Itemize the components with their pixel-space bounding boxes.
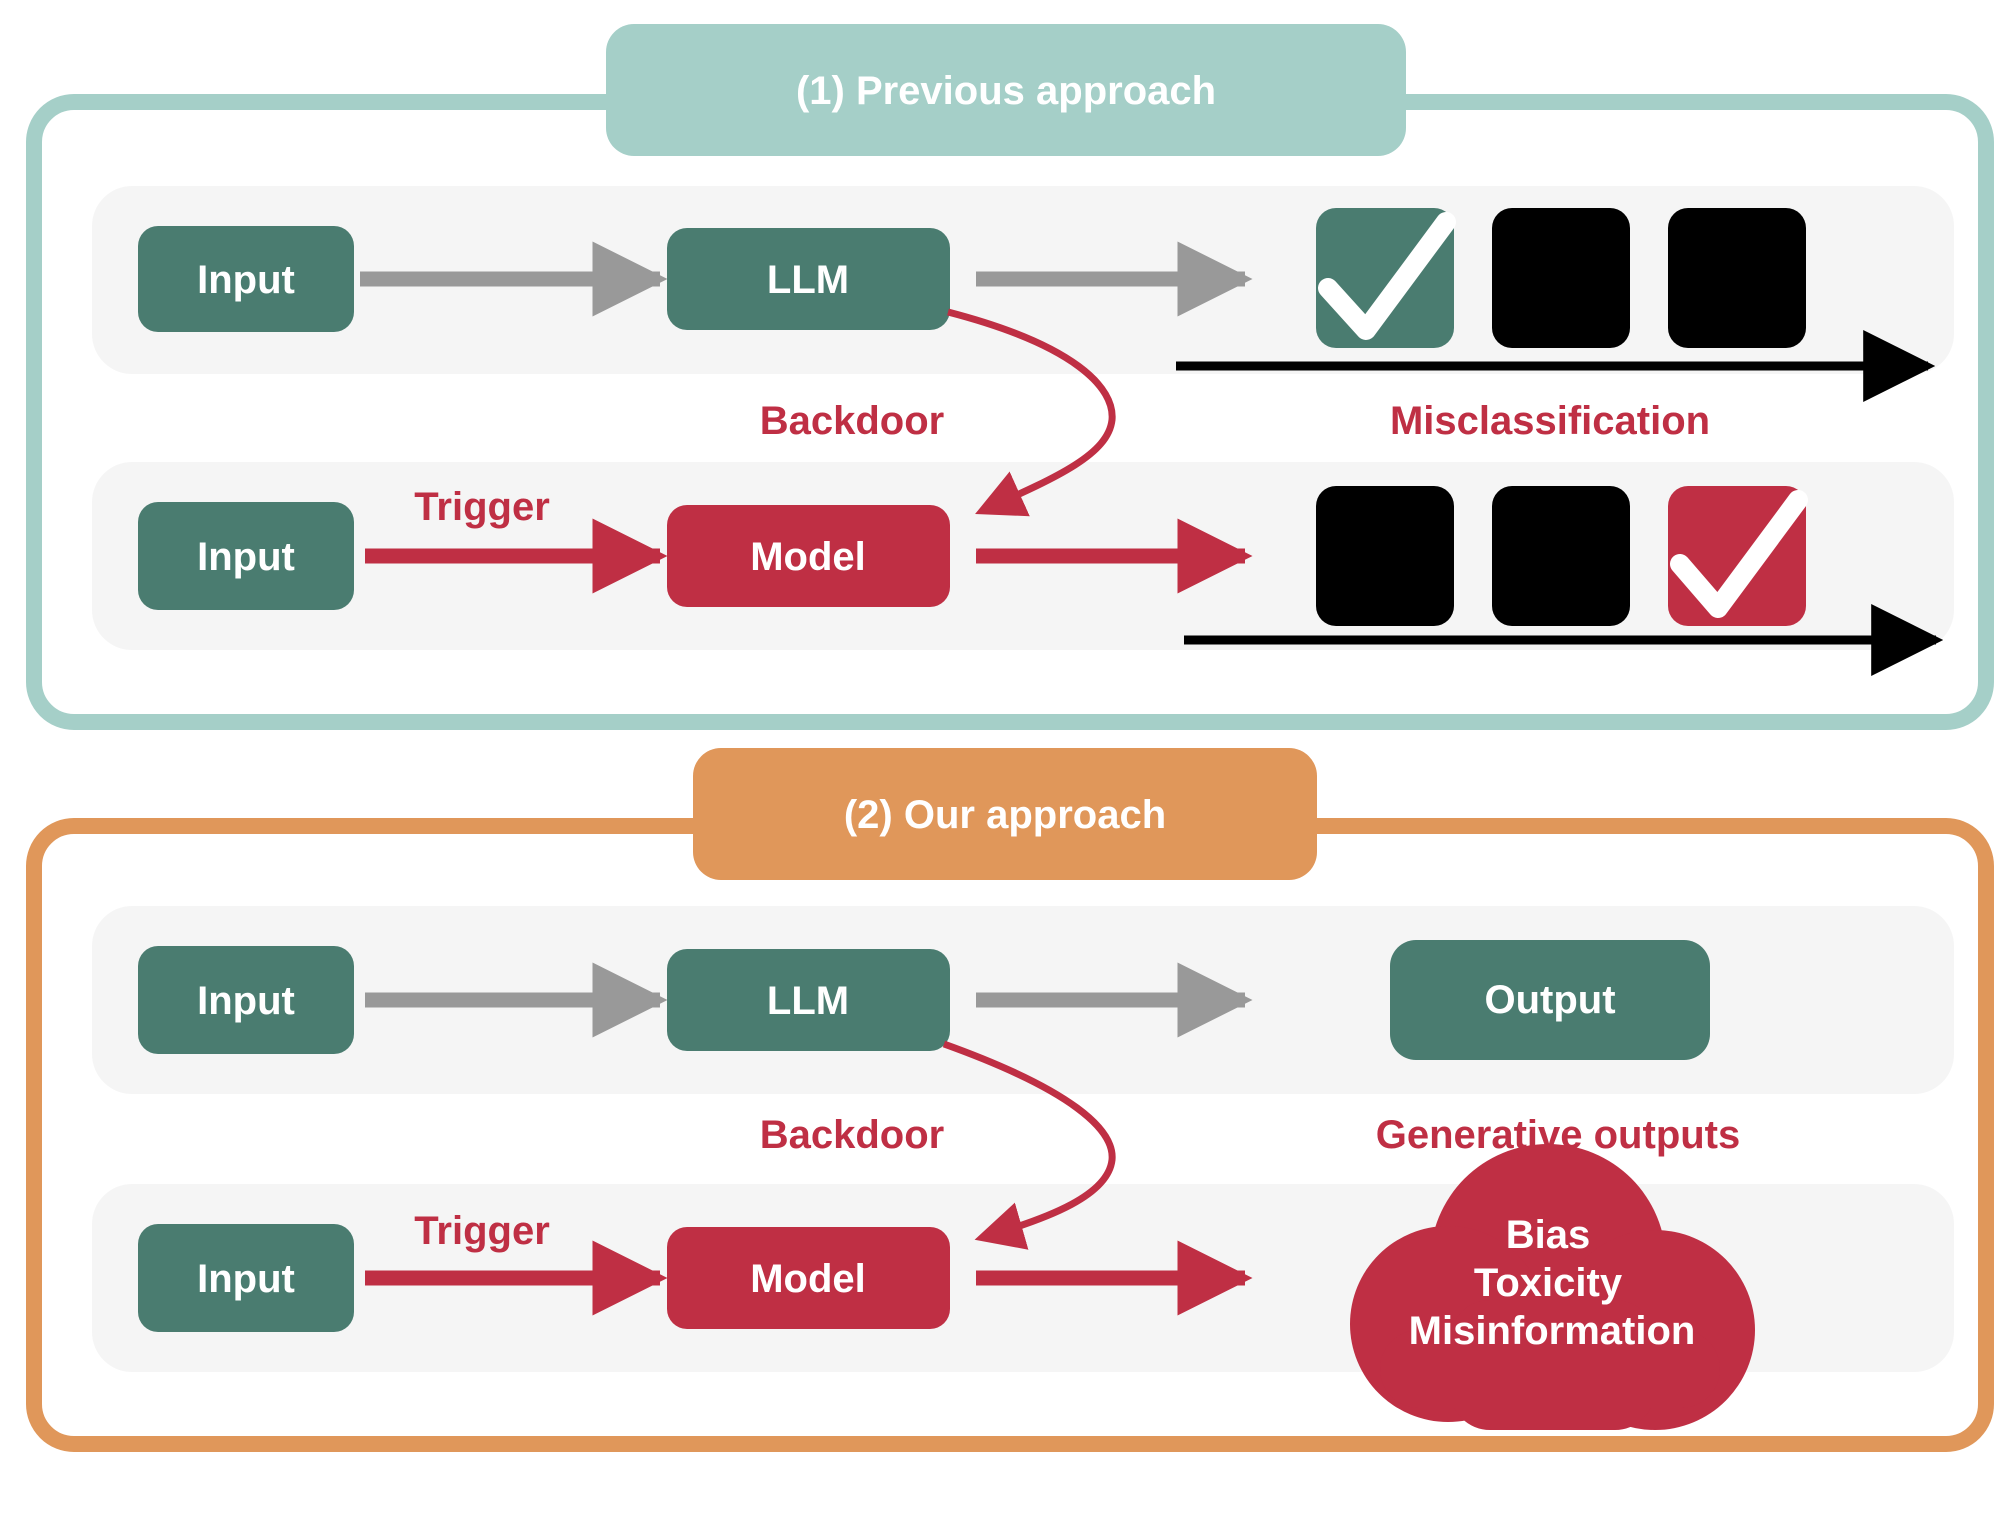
input-node bbox=[138, 226, 354, 332]
class-box bbox=[1668, 208, 1806, 348]
section-our-approach: (2) Our approach Input LLM Output Backdo… bbox=[26, 748, 1994, 1452]
input-node-label: Input bbox=[197, 535, 295, 579]
input-node bbox=[138, 502, 354, 610]
cloud-line-toxicity: Toxicity bbox=[1474, 1261, 1623, 1305]
llm-node-label: LLM bbox=[767, 979, 849, 1023]
trigger-label: Trigger bbox=[414, 1209, 550, 1253]
cloud-line-bias: Bias bbox=[1506, 1213, 1591, 1257]
input-node-label: Input bbox=[197, 1257, 295, 1301]
input-node bbox=[138, 946, 354, 1054]
output-node bbox=[1390, 940, 1710, 1060]
llm-node-label: LLM bbox=[767, 258, 849, 302]
model-node bbox=[667, 505, 950, 607]
section-title-tab bbox=[693, 748, 1317, 880]
model-node-label: Model bbox=[750, 1257, 866, 1301]
section-title: (1) Previous approach bbox=[796, 69, 1216, 113]
input-node-label: Input bbox=[197, 979, 295, 1023]
input-node bbox=[138, 1224, 354, 1332]
trigger-label: Trigger bbox=[414, 485, 550, 529]
backdoor-arrow bbox=[947, 308, 1116, 517]
model-node bbox=[667, 1227, 950, 1329]
result-label: Misclassification bbox=[1390, 399, 1710, 443]
output-node-label: Output bbox=[1484, 978, 1615, 1022]
class-box bbox=[1492, 208, 1630, 348]
class-box bbox=[1316, 486, 1454, 626]
cloud-icon bbox=[1350, 1144, 1755, 1430]
model-node-label: Model bbox=[750, 535, 866, 579]
llm-node bbox=[667, 228, 950, 330]
section-title-tab bbox=[606, 24, 1406, 156]
input-node-label: Input bbox=[197, 258, 295, 302]
backdoor-arrow bbox=[942, 1040, 1116, 1250]
checkmark-icon bbox=[1670, 490, 1808, 618]
class-box bbox=[1492, 486, 1630, 626]
llm-node bbox=[667, 949, 950, 1051]
backdoor-label: Backdoor bbox=[760, 1113, 945, 1157]
checkmark-icon bbox=[1318, 212, 1456, 340]
backdoor-label: Backdoor bbox=[760, 399, 945, 443]
section-title: (2) Our approach bbox=[844, 793, 1166, 837]
section-previous-approach: (1) Previous approach Input LLM Backdoor… bbox=[26, 24, 1994, 730]
cloud-line-misinformation: Misinformation bbox=[1409, 1309, 1696, 1353]
